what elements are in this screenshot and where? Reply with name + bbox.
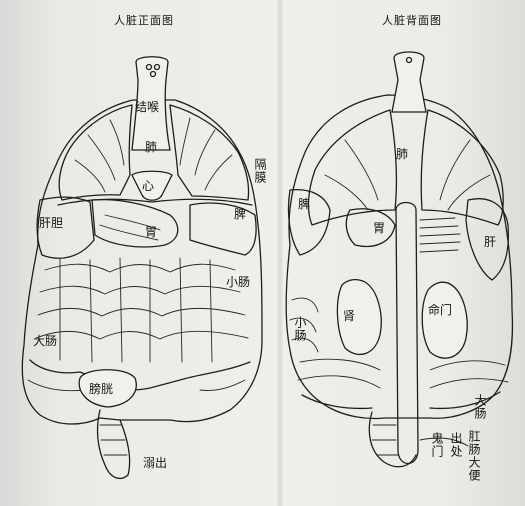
front-label-small-intestine: 小肠 — [226, 276, 250, 288]
back-label-spleen: 脾 — [298, 198, 310, 210]
front-label-throat-knot: 结喉 — [135, 101, 159, 113]
front-spleen — [190, 203, 256, 255]
back-rectum-rings — [372, 425, 398, 455]
back-title: 人脏背面图 — [382, 15, 442, 26]
front-label-spleen: 脾 — [234, 208, 246, 220]
back-label-outlet: 出处 — [450, 432, 462, 458]
back-label-mingmen: 命门 — [428, 304, 452, 316]
front-label-stomach: 胃 — [145, 226, 157, 238]
front-small-intestine — [36, 258, 248, 362]
back-label-lung: 肺 — [396, 148, 408, 160]
back-mingmen — [422, 282, 467, 358]
back-rectum — [369, 412, 416, 467]
front-lung-left — [59, 105, 132, 200]
front-label-urine-outlet: 溺出 — [143, 457, 167, 469]
front-label-lung: 肺 — [145, 141, 157, 153]
back-label-anus-stool: 肛肠大便 — [468, 430, 480, 482]
back-small-intestine — [290, 298, 508, 388]
back-throat — [392, 52, 426, 112]
back-label-stomach: 胃 — [373, 222, 385, 234]
front-title: 人脏正面图 — [114, 15, 174, 26]
back-spine-tube — [396, 203, 418, 464]
back-diaphragm-hatch — [420, 218, 460, 252]
front-label-large-intestine: 大肠 — [33, 335, 57, 347]
front-label-bladder: 膀胱 — [89, 383, 113, 395]
front-view-drawing — [22, 57, 262, 479]
back-label-small-intestine: 小肠 — [294, 316, 306, 342]
front-label-diaphragm: 隔膜 — [254, 158, 266, 184]
back-label-large-intestine: 大肠 — [474, 394, 486, 420]
back-body-outline — [286, 95, 512, 419]
front-label-heart: 心 — [142, 180, 154, 192]
front-label-liver-gallbladder: 肝胆 — [39, 217, 63, 229]
back-large-intestine — [302, 392, 500, 408]
front-large-intestine — [30, 360, 250, 390]
back-label-ghost-gate: 鬼门 — [431, 432, 443, 458]
back-label-kidney: 肾 — [343, 310, 355, 322]
back-label-liver: 肝 — [484, 236, 496, 248]
front-stomach — [92, 200, 178, 247]
